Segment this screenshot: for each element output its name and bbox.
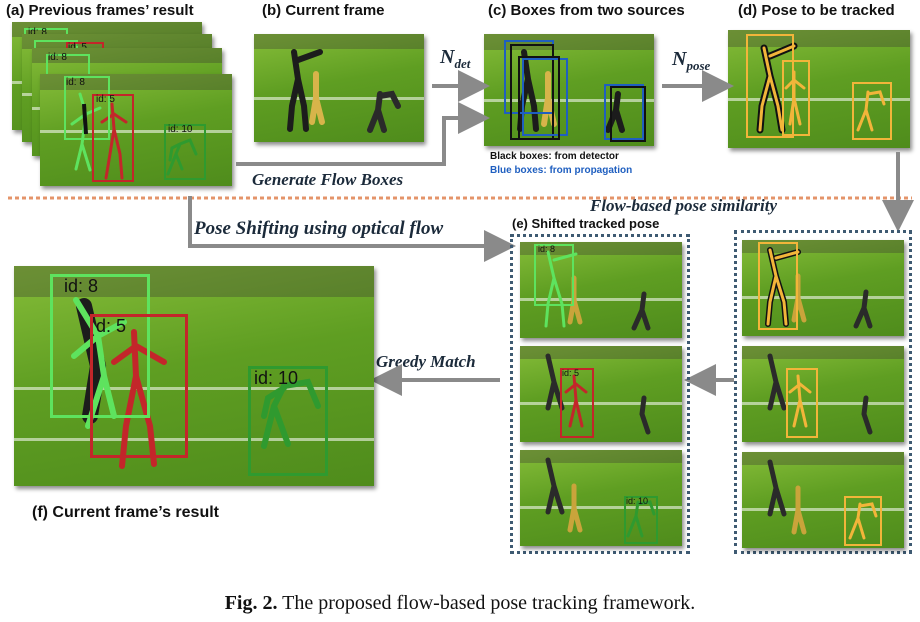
- result-id10-label: id: 10: [254, 368, 299, 388]
- flow-similarity-label: Flow-based pose similarity: [590, 196, 777, 215]
- current-frame-players: [287, 49, 401, 133]
- pose-frame-row1: [742, 240, 904, 336]
- legend-detector: Black boxes: from detector: [490, 151, 619, 162]
- detector-box: [610, 86, 646, 142]
- figure-caption: Fig. 2. The proposed flow-based pose tra…: [224, 592, 696, 614]
- panel-c-label: (c) Boxes from two sources: [488, 2, 685, 19]
- pose-frame-row2: [742, 346, 904, 442]
- panel-f-label: (f) Current frame’s result: [32, 504, 219, 521]
- pose-shifting-label: Pose Shifting using optical flow: [194, 218, 444, 239]
- pose-frame: [728, 30, 910, 148]
- panel-e-label: (e) Shifted tracked pose: [512, 216, 660, 231]
- pose-frame-row3: [742, 452, 904, 548]
- generate-flow-boxes-label: Generate Flow Boxes: [252, 170, 404, 189]
- pose-similarity-panel: [734, 230, 912, 554]
- detector-box: [518, 56, 560, 140]
- result-box-id10: [248, 366, 328, 476]
- current-frame: [254, 34, 424, 142]
- panel-d-label: (d) Pose to be tracked: [738, 2, 895, 19]
- arrow-pose-shifting: [188, 196, 516, 262]
- result-id8-label: id: 8: [64, 276, 99, 296]
- result-box-id8: [50, 274, 150, 418]
- shifted-frame-id5: id: 5: [520, 346, 682, 442]
- panel-a-label: (a) Previous frames’ result: [6, 2, 194, 19]
- n-pose-label: Npose: [672, 48, 711, 73]
- boxes-frame: [484, 34, 654, 146]
- panel-b-label: (b) Current frame: [262, 2, 385, 19]
- shifted-pose-panel: [510, 234, 690, 554]
- propagated-box: [522, 58, 568, 136]
- legend-propagation: Blue boxes: from propagation: [490, 165, 633, 176]
- n-det-label: Ndet: [440, 46, 471, 71]
- arrow-flow-boxes: [236, 102, 490, 166]
- shifted-frame-id10: id: 10: [520, 450, 682, 546]
- result-frame: id: 8 d: 5 id: 10: [14, 266, 374, 486]
- result-id5-label: d: 5: [96, 316, 127, 336]
- result-box-id5: [90, 314, 188, 458]
- shifted-frame-id8: id: 8: [520, 242, 682, 338]
- propagated-box: [604, 84, 644, 140]
- previous-frame-latest: id: 8 id: 5 id: 10: [40, 74, 232, 186]
